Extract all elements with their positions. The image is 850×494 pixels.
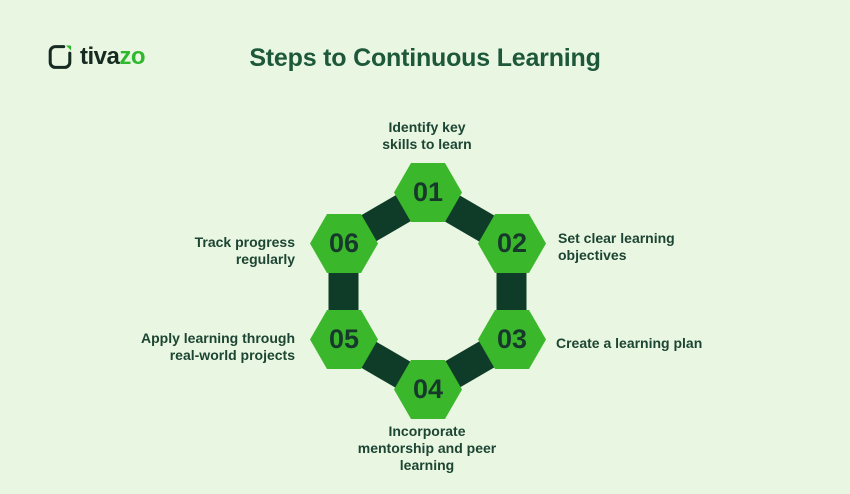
step-hexagon-01: 01	[394, 163, 462, 222]
step-label-06: Track progress regularly	[194, 234, 295, 268]
step-label-04: Incorporate mentorship and peer learning	[357, 423, 497, 474]
step-hexagon-06: 06	[310, 214, 378, 273]
step-hexagon-05: 05	[310, 310, 378, 369]
step-number: 04	[412, 374, 444, 404]
step-hexagon-04: 04	[394, 360, 462, 419]
step-number: 06	[328, 228, 360, 258]
step-label-03: Create a learning plan	[556, 335, 703, 351]
step-number: 01	[412, 177, 444, 207]
tivazo-logo: tivazo	[46, 42, 146, 72]
step-label-01: Identify key skills to learn	[382, 119, 472, 153]
step-number: 05	[328, 324, 360, 354]
page-title: Steps to Continuous Learning	[249, 44, 601, 72]
step-label-02: Set clear learning objectives	[558, 230, 675, 264]
step-label-05: Apply learning through real-world projec…	[141, 330, 295, 364]
step-number: 03	[496, 324, 528, 354]
logo-icon	[46, 42, 74, 72]
logo-text: tivazo	[80, 43, 146, 70]
step-number: 02	[496, 228, 528, 258]
logo-text-suffix: zo	[119, 43, 146, 70]
logo-text-prefix: tiva	[80, 43, 120, 70]
